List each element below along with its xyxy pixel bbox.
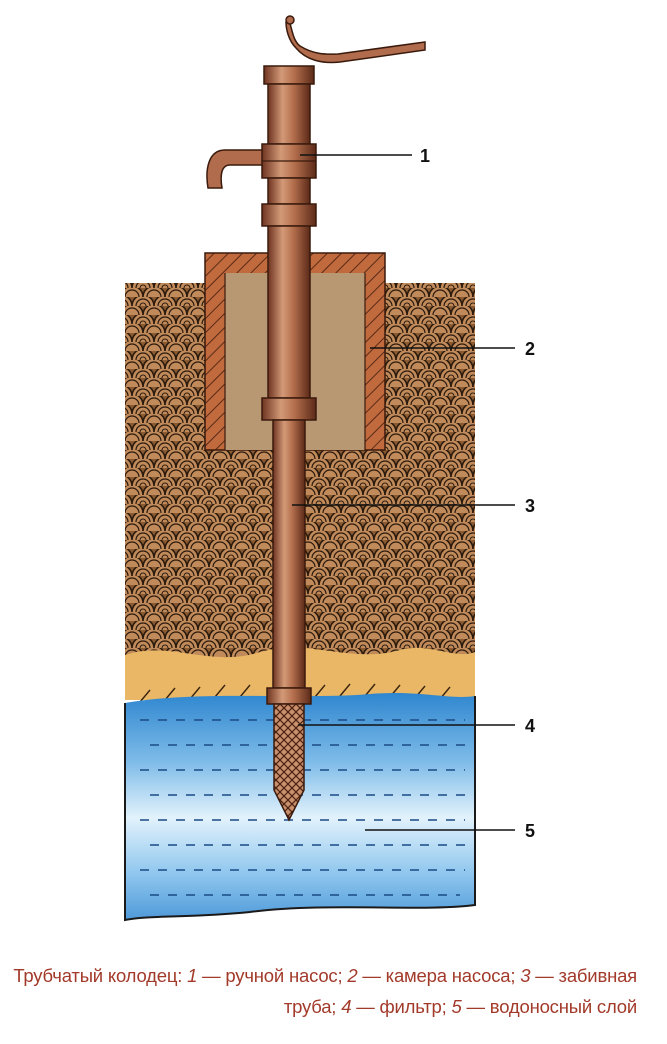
aquifer-layer (125, 693, 475, 920)
aquifer-callout: 5 (525, 821, 535, 841)
caption-item-2-text: — камера насоса; (362, 965, 516, 986)
driven-pipe-callout: 3 (525, 496, 535, 516)
caption-item-2-num: 2 (347, 965, 358, 986)
caption-item-4-text: — фильтр; (356, 996, 447, 1017)
filter-callout: 4 (525, 716, 535, 736)
caption-item-4-num: 4 (341, 996, 352, 1017)
hand-pump-callout: 1 (420, 146, 430, 166)
caption-item-3-num: 3 (520, 965, 531, 986)
caption-item-1-num: 1 (187, 965, 198, 986)
filter (273, 703, 305, 822)
hand-pump (206, 15, 426, 421)
driven-pipe (266, 419, 312, 705)
tube-well-diagram: 1 2 3 4 5 (124, 15, 535, 922)
caption-item-1-text: — ручной насос; (202, 965, 343, 986)
caption-item-5-num: 5 (451, 996, 462, 1017)
aquifer-border (124, 696, 476, 922)
caption-title: Трубчатый колодец: (13, 965, 183, 986)
caption-item-5-text: — водоносный слой (466, 996, 638, 1017)
caption-item-3-text: — забивная труба; (283, 965, 637, 1017)
pump-chamber-callout: 2 (525, 339, 535, 359)
leader-lines (292, 154, 515, 831)
figure-caption: Трубчатый колодец: 1 — ручной насос; 2 —… (10, 960, 637, 1022)
